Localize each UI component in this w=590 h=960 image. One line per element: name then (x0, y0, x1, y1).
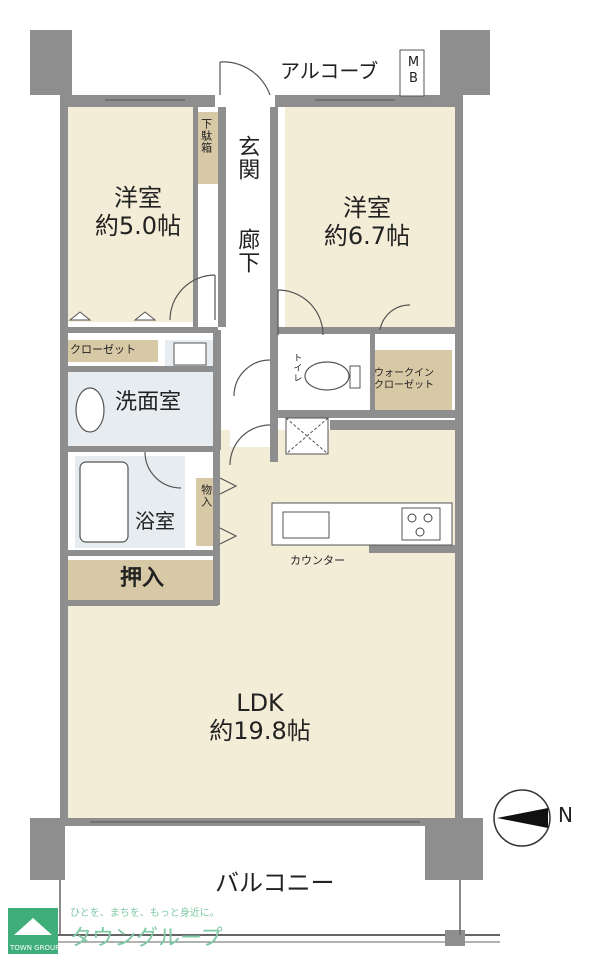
hallway-fill (230, 107, 270, 447)
ldk-fill-bottom (68, 605, 455, 818)
alcove-label: アルコーブ (280, 59, 379, 83)
western-room-1-size: 約5.0帖 (94, 211, 182, 240)
closet-label: 押入 (120, 566, 165, 591)
brand-name: タウングループ (70, 926, 223, 951)
washroom-label: 洗面室 (115, 390, 182, 415)
western-room-2-name: 洋室 (343, 194, 391, 222)
bathtub (79, 461, 129, 543)
room-western-1-fill (68, 107, 193, 322)
closet-small-fill (68, 340, 158, 362)
compass-north-label: N (558, 803, 573, 827)
entrance-label: 玄関 (234, 135, 260, 181)
shoe-box-fill (196, 112, 218, 184)
western-room-1-name: 洋室 (114, 184, 162, 212)
western-room-2-size: 約6.7帖 (323, 221, 411, 250)
ldk-size: 約19.8帖 (209, 716, 311, 745)
kitchen-sink (282, 511, 330, 539)
brand-logo-text: TOWN GROUP (10, 944, 60, 952)
hallway-label: 廊下 (234, 228, 260, 274)
column-top-right (440, 30, 490, 95)
brand-slogan: ひとを、まちを、もっと身近に。 (70, 908, 220, 919)
shoe-box-label: 下駄箱 (199, 118, 213, 154)
wall-top-left (60, 95, 215, 107)
balcony-label: バルコニー (215, 869, 335, 897)
entrance-door-swing (219, 61, 271, 96)
storage-label: 物入 (199, 484, 213, 508)
walk-in-closet-label: ウォークイン クローゼット (374, 368, 434, 391)
compass-arrow-icon (497, 808, 548, 828)
toilet-label: トイレ (291, 353, 302, 383)
bathroom-label: 浴室 (135, 509, 175, 533)
ldk-name: LDK (236, 689, 284, 717)
oshiire-fill (68, 560, 213, 600)
wall-right (455, 95, 463, 820)
wash-basin (75, 387, 105, 433)
storage-fill (196, 478, 214, 546)
toilet-bowl (304, 361, 350, 391)
wall-left (60, 95, 68, 820)
closet-small-label: クローゼット (70, 343, 136, 356)
mb-box (399, 49, 425, 97)
western-room-1-label: 洋室 約5.0帖 (88, 184, 188, 240)
column-bottom-right (425, 818, 483, 880)
room-western-2-fill (285, 107, 455, 327)
wall-top-right (275, 95, 463, 107)
column-top-left (30, 30, 72, 95)
cooktop (401, 507, 441, 541)
western-room-2-label: 洋室 約6.7帖 (312, 194, 422, 250)
column-bottom-left (30, 818, 65, 880)
kitchen-counter (271, 502, 453, 546)
walk-in-closet-fill (372, 350, 452, 416)
washing-machine-pan (173, 342, 207, 366)
counter-label: カウンター (290, 554, 345, 567)
ldk-label: LDK 約19.8帖 (190, 689, 330, 745)
mb-label: MB (405, 55, 421, 87)
